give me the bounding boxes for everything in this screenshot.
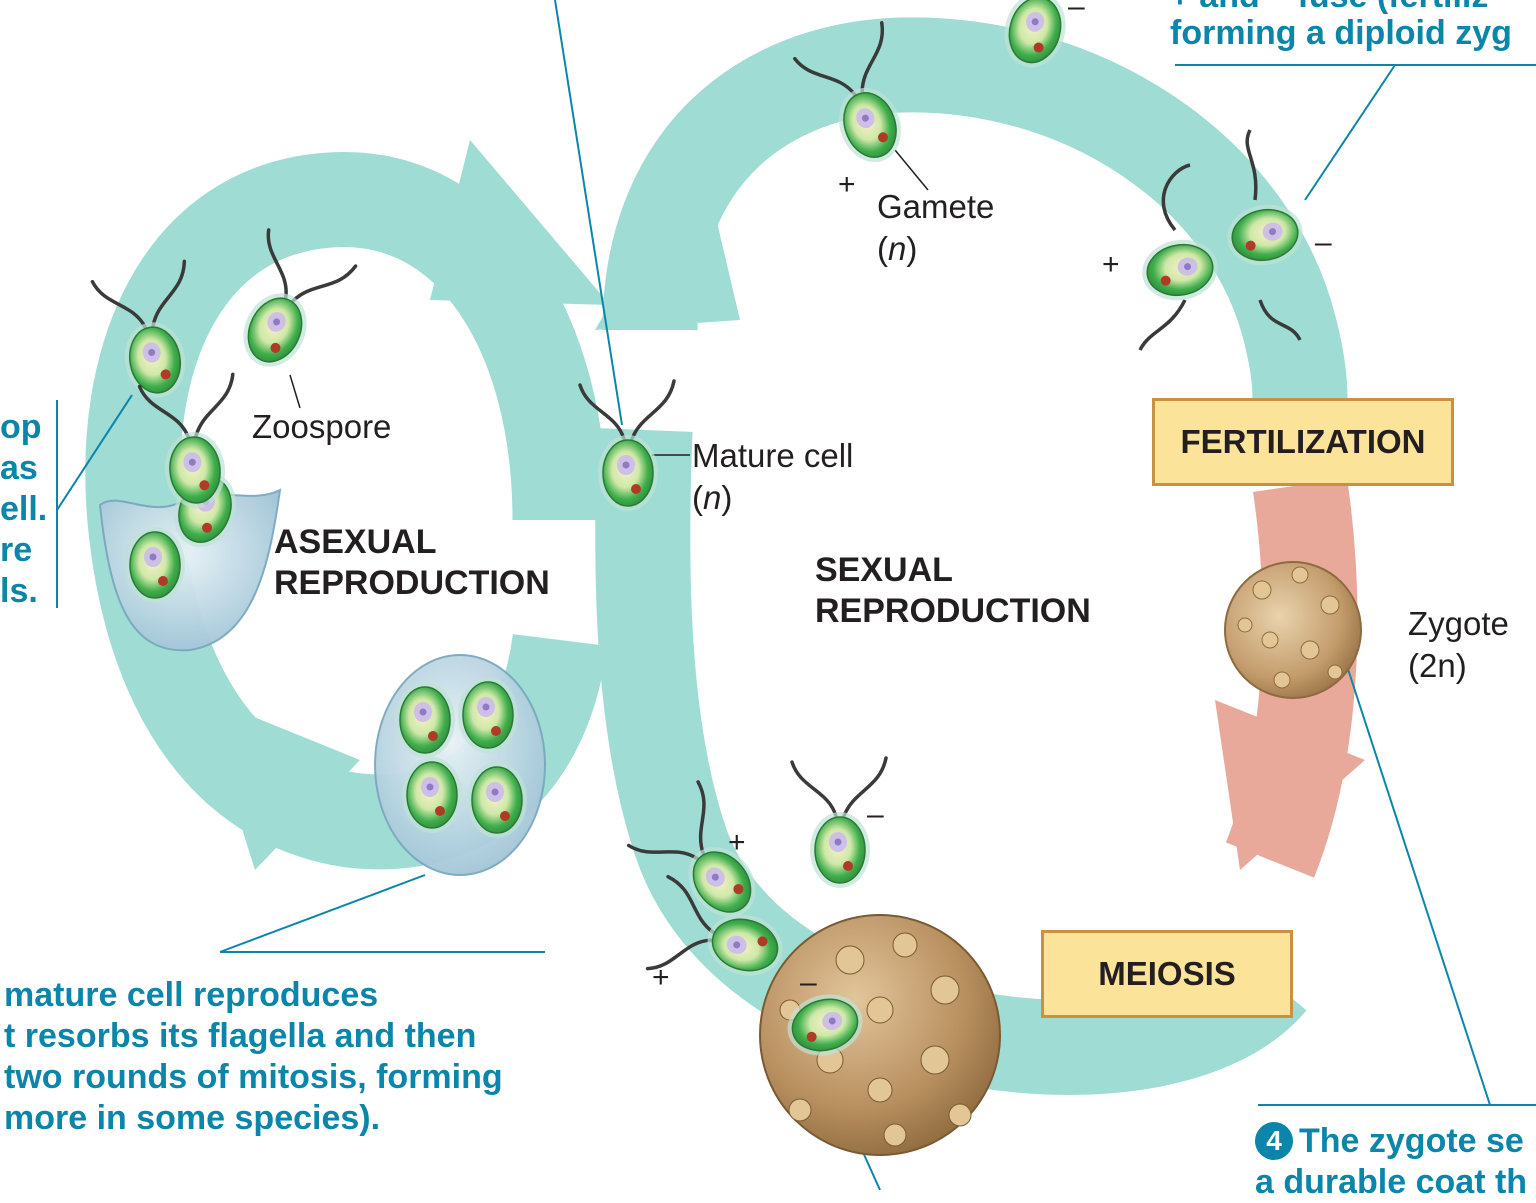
caption-left-line4: re bbox=[0, 531, 33, 569]
mature-cell-label: Mature cell bbox=[692, 437, 854, 474]
arrowhead-sexual bbox=[595, 150, 740, 330]
zoospore-label: Zoospore bbox=[252, 408, 392, 445]
fusing-gametes bbox=[1136, 129, 1309, 351]
germinating-zygote bbox=[759, 914, 1001, 1156]
plus-sign: + bbox=[1102, 248, 1120, 281]
caption-bottom-left-line3: two rounds of mitosis, forming bbox=[4, 1058, 503, 1096]
minus-sign: – bbox=[867, 798, 884, 831]
caption-bottom-right-line2: a durable coat th bbox=[1255, 1163, 1528, 1201]
minus-sign: – bbox=[800, 966, 817, 999]
zygote bbox=[1224, 561, 1362, 699]
gamete-leader bbox=[894, 149, 929, 191]
caption-bottom-left-line2: t resorbs its flagella and then bbox=[4, 1017, 477, 1055]
caption-bottom-left-line4: more in some species). bbox=[4, 1099, 381, 1137]
caption-left-line1: op bbox=[0, 408, 42, 446]
asexual-title-line2: REPRODUCTION bbox=[274, 564, 550, 602]
zoospore-cup bbox=[98, 463, 282, 652]
asexual-title-line1: ASEXUAL bbox=[274, 523, 437, 561]
caption-left-line5: ls. bbox=[0, 572, 38, 610]
plus-sign: + bbox=[728, 826, 746, 859]
sporangium bbox=[374, 654, 546, 876]
plus-sign: + bbox=[652, 961, 670, 994]
sexual-title-line1: SEXUAL bbox=[815, 551, 953, 589]
caption-bottom-left-line1: mature cell reproduces bbox=[4, 976, 379, 1014]
zoospore-leader bbox=[289, 374, 301, 409]
mature-cell-ploidy: (n) bbox=[692, 479, 733, 516]
arrowhead-top bbox=[430, 140, 610, 305]
gamete-ploidy: (n) bbox=[877, 230, 918, 267]
caption-left-line3: ell. bbox=[0, 490, 48, 528]
meiosis-box: MEIOSIS bbox=[1041, 930, 1293, 1018]
zygote-label: Zygote bbox=[1408, 605, 1509, 642]
plus-sign: + bbox=[838, 168, 856, 201]
caption-left-line2: as bbox=[0, 449, 38, 487]
gamete-label: Gamete bbox=[877, 188, 995, 225]
minus-sign: – bbox=[1315, 226, 1332, 259]
minus-sign: – bbox=[1068, 0, 1085, 23]
zygote-ploidy: (2n) bbox=[1408, 647, 1467, 684]
arrowhead-bottom bbox=[200, 695, 360, 870]
sexual-title-line2: REPRODUCTION bbox=[815, 592, 1091, 630]
step-number-badge: 4 bbox=[1255, 1122, 1293, 1160]
caption-top-right-line1: + and – fuse (fertiliz bbox=[1170, 0, 1488, 17]
caption-top-right-line2: forming a diploid zyg bbox=[1170, 14, 1512, 52]
fertilization-box: FERTILIZATION bbox=[1152, 398, 1454, 486]
